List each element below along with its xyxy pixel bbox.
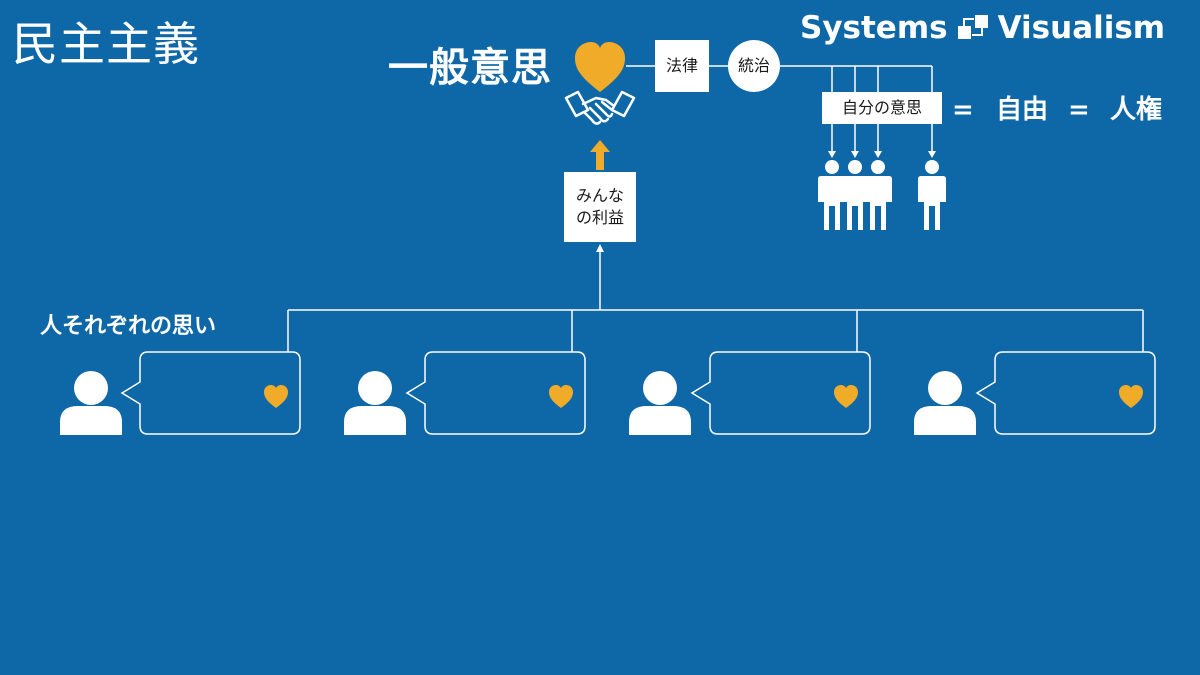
person-thought-2	[344, 351, 586, 435]
heart-icon	[264, 385, 288, 408]
person-thought-3	[629, 351, 871, 435]
speech-bubble	[120, 351, 301, 435]
page-title: 民主主義	[12, 17, 200, 71]
person-icon	[344, 371, 406, 435]
speech-bubble	[975, 351, 1156, 435]
citizen-figure	[818, 160, 846, 230]
citizen-figures	[818, 160, 946, 230]
speech-bubble	[405, 351, 586, 435]
governance-circle: 統治	[728, 40, 780, 92]
distribution-arrowheads	[828, 151, 936, 158]
brand-word-visualism: Visualism	[997, 10, 1166, 46]
connector-arrowhead	[596, 244, 604, 252]
general-will-label: 一般意思	[388, 45, 552, 91]
common-benefit-line1: みんな	[575, 186, 624, 205]
person-thought-4	[914, 351, 1156, 435]
heart-icon	[1119, 385, 1143, 408]
handshake-icon	[564, 90, 636, 125]
person-icon	[629, 371, 691, 435]
governance-connector	[626, 65, 933, 152]
systems-flow-icon	[957, 15, 988, 39]
human-rights-label: 人権	[1110, 95, 1163, 125]
person-thought-1	[60, 351, 301, 435]
speech-bubble	[690, 351, 871, 435]
law-box: 法律	[655, 40, 709, 92]
citizen-figure	[918, 160, 946, 230]
citizen-figure	[841, 160, 869, 230]
benefit-arrow	[590, 140, 610, 170]
brand-logo: Systems Visualism	[800, 6, 1195, 50]
brand-word-systems: Systems	[800, 10, 948, 46]
person-icon	[60, 371, 122, 435]
citizen-figure	[864, 160, 892, 230]
person-icon	[914, 371, 976, 435]
heart-icon	[549, 385, 573, 408]
each-thought-label: 人それぞれの思い	[40, 314, 217, 339]
common-benefit-box: みんな の利益	[564, 172, 636, 242]
equals-sign: =	[1068, 95, 1090, 125]
equals-sign: =	[952, 95, 974, 125]
common-benefit-line2: の利益	[575, 208, 624, 227]
freedom-label: 自由	[996, 95, 1049, 125]
own-will-box: 自分の意思	[822, 92, 942, 124]
heart-icon	[575, 42, 625, 92]
heart-icon	[834, 385, 858, 408]
thoughts-connector	[287, 250, 1144, 352]
